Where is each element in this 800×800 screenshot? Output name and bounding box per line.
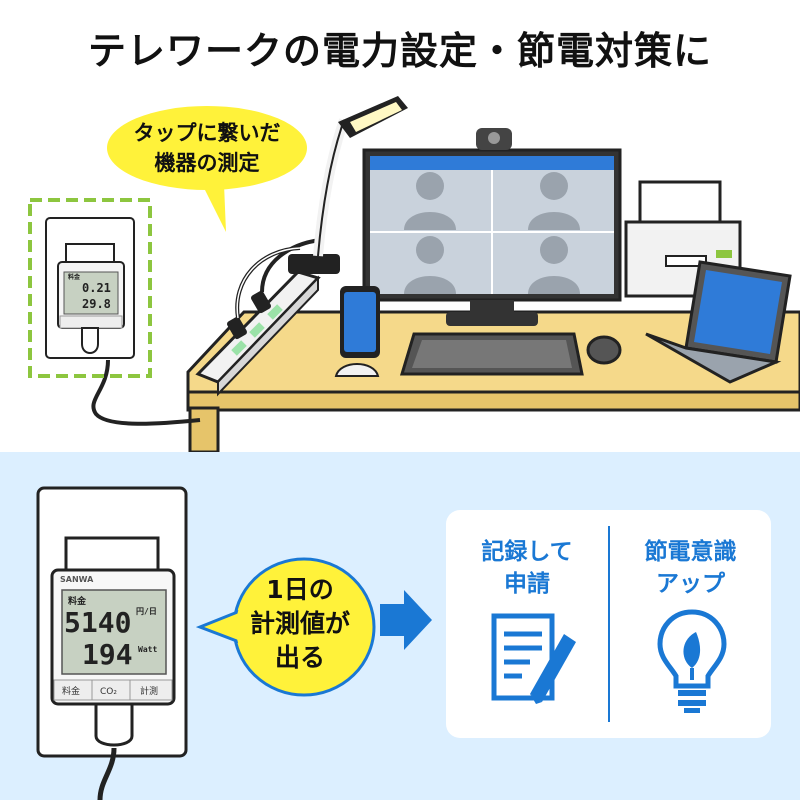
big-meter-button-co2: CO₂	[100, 687, 117, 697]
top-bubble-line2: 機器の測定	[154, 151, 260, 175]
meter-cable	[91, 359, 201, 426]
small-meter-label: 料金	[68, 273, 81, 281]
big-meter-value2: 194	[82, 638, 133, 671]
right-arrow	[380, 590, 432, 650]
top-speech-bubble: タップに繋いだ 機器の測定	[104, 104, 310, 232]
yellow-bubble-line3: 出る	[274, 643, 325, 672]
big-meter-button-measure: 計測	[140, 685, 158, 697]
big-meter-brand: SANWA	[60, 575, 94, 584]
document-pen-icon	[491, 613, 576, 704]
keyboard	[399, 332, 584, 376]
big-meter-unit2: Watt	[138, 645, 157, 654]
record-apply-line2: 申請	[504, 571, 550, 597]
mouse	[586, 335, 622, 365]
small-meter-value1: 0.21	[82, 281, 111, 295]
energy-awareness-line2: アップ	[656, 571, 725, 597]
bubble-shape	[196, 557, 376, 697]
monitor	[362, 128, 622, 326]
record-apply-line1: 記録して	[481, 539, 573, 565]
bubble-shape	[107, 106, 307, 232]
small-meter-value2: 29.8	[82, 297, 111, 311]
telework-scene: 料金 0.21 29.8	[28, 96, 800, 452]
desk-lamp	[288, 96, 408, 274]
big-meter-value1: 5140	[64, 606, 131, 639]
benefit-card: 記録して 申請 節電意識 アップ	[446, 510, 771, 738]
big-meter-unit1: 円/日	[136, 607, 157, 616]
yellow-bubble-line1: 1日の	[266, 575, 334, 604]
big-meter-button-fee: 料金	[62, 685, 80, 697]
energy-awareness-title: 節電意識 アップ	[610, 536, 771, 600]
big-meter-buttons: 料金 CO₂ 計測	[53, 679, 173, 701]
big-meter-label: 料金	[68, 595, 87, 607]
small-meter-frame: 料金 0.21 29.8	[28, 198, 152, 378]
energy-awareness-line1: 節電意識	[644, 539, 737, 565]
yellow-bubble-line2: 計測値が	[249, 609, 350, 638]
smartphone	[334, 286, 380, 377]
divider	[608, 526, 610, 722]
measurement-speech-bubble: 1日の 計測値が 出る	[196, 555, 378, 705]
top-bubble-line1: タップに繋いだ	[133, 121, 281, 145]
big-meter-illustration: SANWA 料金 5140 円/日 194 Watt 料金 CO₂ 計測	[36, 486, 432, 800]
power-strip	[195, 238, 321, 397]
record-apply-title: 記録して 申請	[446, 536, 608, 600]
lightbulb-leaf-icon	[657, 609, 727, 713]
page-title: テレワークの電力設定・節電対策に	[87, 29, 712, 73]
laptop	[645, 260, 792, 384]
